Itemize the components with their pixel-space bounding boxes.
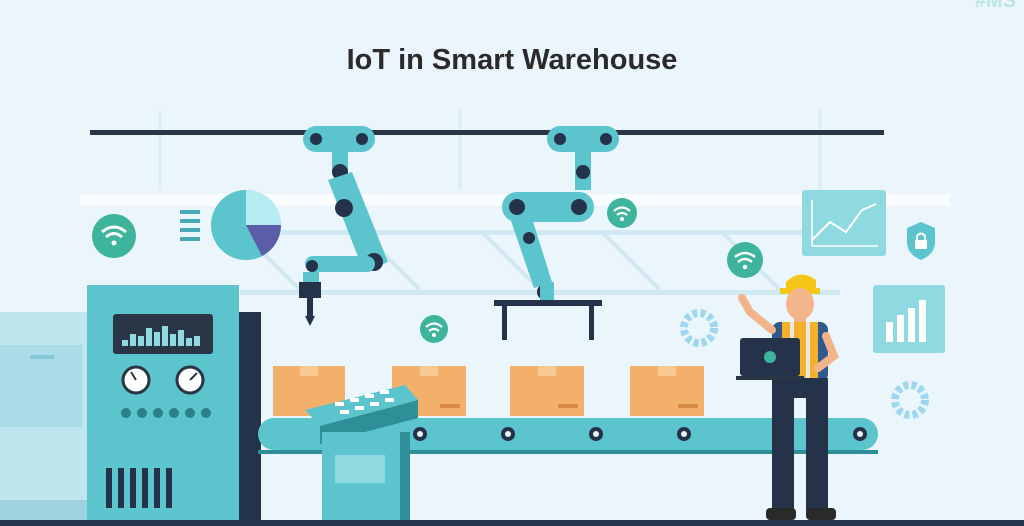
list-icon (180, 210, 200, 241)
robotic-arm-right (494, 126, 619, 340)
gear-icon (680, 309, 718, 347)
robotic-arm-left (299, 126, 388, 326)
line-chart-icon (802, 190, 886, 256)
page-title: IoT in Smart Warehouse (346, 44, 678, 76)
wifi-icon (607, 198, 637, 228)
floor (0, 520, 1024, 526)
wifi-icon (727, 242, 763, 278)
conveyor-belt (258, 418, 878, 454)
wifi-icon (420, 315, 448, 343)
corner-watermark: #MS (974, 0, 1016, 12)
control-terminal (305, 385, 418, 520)
pie-chart-icon (211, 190, 281, 260)
box-3 (510, 366, 584, 416)
bar-chart-icon (873, 285, 945, 353)
worker-with-laptop (738, 274, 839, 520)
gear-icon (891, 381, 929, 419)
shield-lock-icon (907, 222, 935, 260)
box-4 (630, 366, 704, 416)
laptop-icon (736, 338, 804, 380)
control-machine (87, 285, 261, 526)
side-cabinet (0, 312, 95, 526)
wifi-icon (92, 214, 136, 258)
overhead-rail (90, 130, 884, 135)
